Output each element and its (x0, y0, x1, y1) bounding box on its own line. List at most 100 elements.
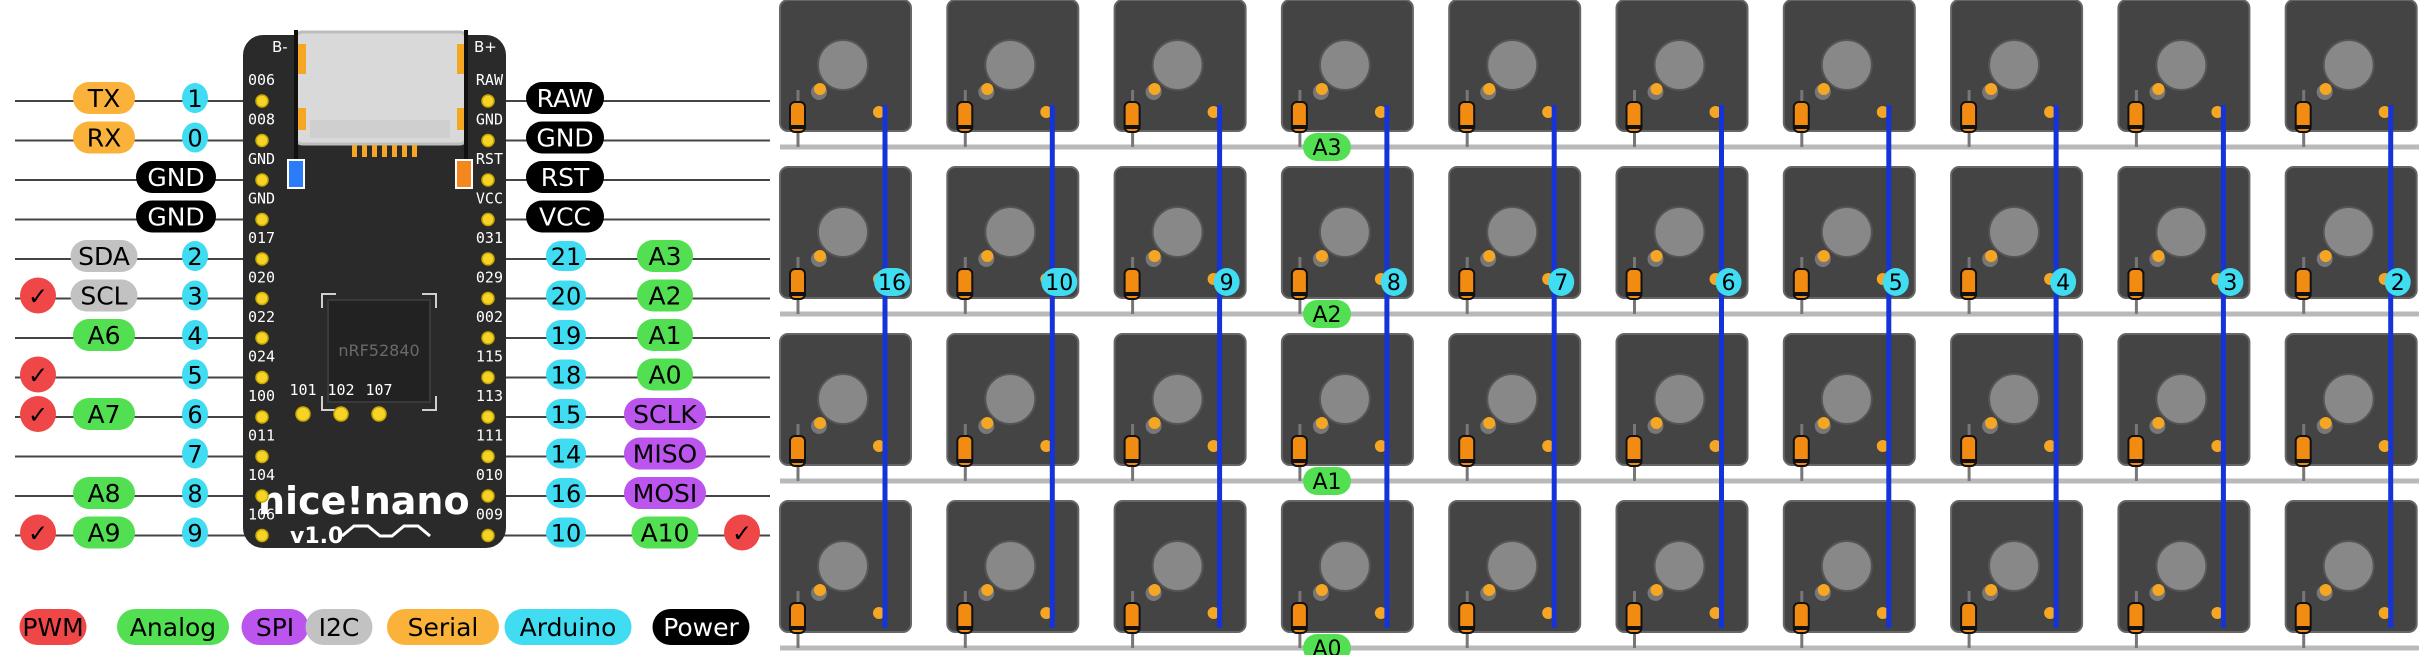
pin-function-pill (624, 477, 706, 509)
key-stem (1318, 39, 1371, 91)
left-pin-pad (255, 331, 269, 345)
key-pin-right (2044, 440, 2057, 452)
arduino-pin-pill (182, 83, 208, 113)
key-pin-left (1483, 250, 1496, 262)
arduino-pin-pill (546, 280, 586, 311)
blue-led (287, 159, 305, 189)
left-pin-silkscreen: 008 (248, 111, 275, 129)
diode (1458, 101, 1476, 133)
pin-function-label: A0 (648, 361, 681, 390)
pin-function-pill (136, 161, 216, 193)
diode-band (1124, 626, 1140, 630)
arduino-pin-pill (546, 359, 586, 390)
key-switch (2117, 0, 2251, 147)
left-pin-pad (255, 212, 269, 227)
key-pin-left (1650, 584, 1663, 596)
diode-band (790, 292, 805, 296)
pin-function-pill (526, 161, 604, 193)
key-stem (1653, 39, 1706, 91)
pin-function-label: A6 (87, 321, 120, 350)
diode-band (1291, 125, 1307, 129)
usb-contact (296, 108, 306, 130)
pin-function-pill (526, 82, 604, 114)
key-stem (2155, 206, 2208, 258)
key-switch (1113, 0, 1247, 147)
arduino-pin-number: 1 (187, 85, 202, 113)
battery-neg-label: B- (272, 38, 288, 56)
pin-function-pill (70, 240, 138, 272)
key-pin-left (1483, 83, 1496, 95)
right-pin-pad (481, 370, 495, 385)
pin-function-label: A2 (648, 282, 681, 311)
pin-function-label: A8 (87, 479, 120, 508)
column-label-pill (1715, 268, 1742, 296)
pin-function-label: A1 (648, 321, 681, 350)
arduino-pin-pill (182, 399, 208, 429)
left-pin-pad (255, 133, 269, 148)
key-switch (1448, 0, 1582, 147)
key-stem (1820, 540, 1873, 592)
key-pin-left (1817, 250, 1830, 262)
key-pin-left (2319, 250, 2332, 262)
pwm-marker (20, 356, 56, 393)
key-pin-right (1207, 440, 1220, 452)
key-stem (2155, 39, 2208, 91)
arduino-pin-number: 18 (551, 362, 582, 390)
arduino-pin-number: 2 (187, 243, 202, 271)
left-pin-silkscreen: 104 (248, 466, 275, 484)
key-pin-left (2152, 417, 2165, 429)
diode (1458, 602, 1476, 634)
board-logo: nice!nano (258, 479, 470, 523)
key-switch (946, 0, 1080, 147)
key-pin-left (2319, 417, 2332, 429)
diode-band (790, 459, 805, 463)
key-pin-right (1040, 106, 1053, 118)
key-stem (1653, 206, 1706, 258)
diode-band (1793, 626, 1809, 630)
pin-function-pill (526, 200, 604, 233)
diode-band (1961, 459, 1977, 463)
key-pin-left (1985, 584, 1998, 596)
diode-band (1626, 292, 1642, 296)
key-pin-left (1148, 83, 1161, 95)
diode-band (2128, 125, 2144, 129)
pin-function-label: MOSI (633, 479, 698, 508)
key-stem (2155, 373, 2208, 425)
diode (1458, 435, 1476, 467)
right-pin-pad (481, 410, 495, 424)
diode-band (957, 125, 973, 129)
arduino-pin-pill (546, 517, 586, 548)
diode-band (1124, 125, 1140, 129)
chip-label: nRF52840 (338, 341, 419, 360)
diode-band (1459, 626, 1475, 630)
key-pin-right (1542, 607, 1555, 619)
key-pin-right (1040, 440, 1053, 452)
diode-band (1626, 459, 1642, 463)
pin-function-label: RAW (537, 84, 594, 113)
diode (1792, 101, 1810, 133)
key-pin-left (2152, 250, 2165, 262)
key-stem (1820, 39, 1873, 91)
diode-band (2295, 125, 2311, 129)
pin-function-pill (73, 121, 135, 154)
pin-function-pill (637, 279, 693, 312)
column-label: 6 (1722, 271, 1736, 296)
key-pin-right (873, 106, 885, 118)
diode (1123, 101, 1141, 133)
right-pin-pad (481, 252, 495, 266)
key-pin-left (981, 417, 994, 429)
legend-label: Power (663, 613, 739, 642)
key-switch (1280, 166, 1414, 314)
row-label-pill (1303, 467, 1351, 495)
key-pin-left (814, 584, 826, 596)
right-pin-pad (481, 133, 495, 148)
arduino-pin-number: 6 (187, 401, 202, 429)
column-label-pill (1213, 268, 1240, 296)
diode (1960, 602, 1978, 634)
key-switch (1113, 500, 1247, 648)
diode (1290, 101, 1308, 133)
diode-band (1459, 125, 1475, 129)
pad-strip (352, 145, 417, 157)
